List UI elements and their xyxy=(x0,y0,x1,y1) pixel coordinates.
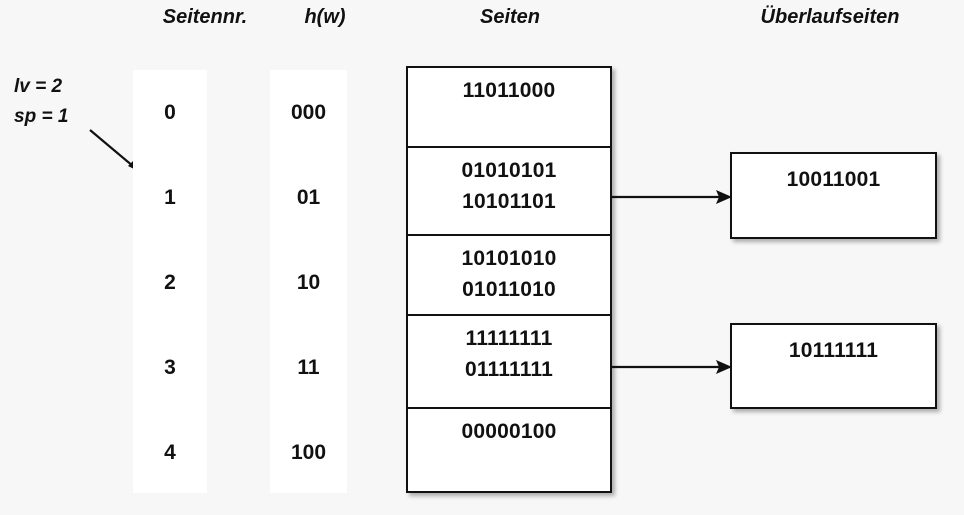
hw-cell: 01 xyxy=(296,185,321,209)
column-header-seiten: Seiten xyxy=(479,6,541,28)
overflow-page-box: 10011001 xyxy=(730,152,937,239)
parameter-annotation: lv = 2 sp = 1 xyxy=(14,72,68,132)
column-header-ueberlaufseiten: Überlaufseiten xyxy=(760,6,900,28)
seitennr-cell: 2 xyxy=(164,270,176,294)
page-entry: 00000100 xyxy=(461,420,557,443)
page-row: 00000100 xyxy=(408,409,610,490)
column-header-seitennr: Seitennr. xyxy=(162,6,248,28)
page-entry: 10101101 xyxy=(462,190,556,213)
overflow-page-box: 10111111 xyxy=(730,323,937,409)
overflow-page-entry: 10011001 xyxy=(786,168,881,191)
column-header-hw: h(w) xyxy=(304,6,346,28)
param-sp: sp = 1 xyxy=(14,106,69,127)
page-row: 11111111 01111111 xyxy=(408,316,610,409)
page-entry: 10101010 xyxy=(461,247,557,270)
seitennr-cell: 4 xyxy=(164,440,176,464)
overflow-connector-arrow-icon xyxy=(610,360,732,374)
overflow-connector-arrow-icon xyxy=(610,190,732,204)
page-entry: 01011010 xyxy=(462,278,556,301)
hw-cell: 10 xyxy=(296,270,321,294)
param-lv: lv = 2 xyxy=(14,76,63,97)
page-row: 01010101 10101101 xyxy=(408,148,610,236)
page-entry: 01111111 xyxy=(464,358,554,381)
hw-cell: 000 xyxy=(290,100,327,124)
column-seitennr: 0 1 2 3 4 xyxy=(133,70,207,493)
page-row: 10101010 01011010 xyxy=(408,236,610,316)
page-row: 11011000 xyxy=(408,68,610,148)
hw-cell: 11 xyxy=(297,355,320,379)
hw-cell: 100 xyxy=(290,440,327,464)
column-hw: 000 01 10 11 100 xyxy=(270,70,347,493)
seitennr-cell: 1 xyxy=(164,185,176,209)
page-entry: 11011000 xyxy=(462,79,556,102)
pages-table: 11011000 01010101 10101101 10101010 0101… xyxy=(406,66,612,493)
seitennr-cell: 0 xyxy=(164,100,176,124)
page-entry: 11111111 xyxy=(465,327,553,350)
page-entry: 01010101 xyxy=(461,159,557,182)
seitennr-cell: 3 xyxy=(164,355,176,379)
overflow-page-entry: 10111111 xyxy=(788,339,879,362)
